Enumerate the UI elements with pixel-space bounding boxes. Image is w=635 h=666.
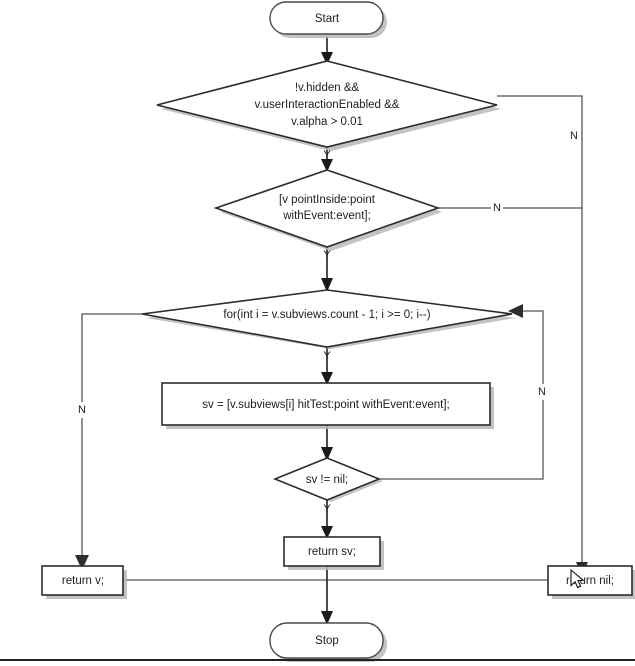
decision-sv-shape: [272, 457, 382, 501]
mouse-cursor-icon: [570, 568, 585, 589]
decision-loop-shape: [141, 289, 513, 348]
decision-visible-line1: !v.hidden &&: [295, 82, 360, 94]
branch-label-visible-no-top: N: [570, 130, 578, 142]
node-decision-sv-not-nil[interactable]: sv != nil;: [272, 457, 383, 502]
decision-sv-label: sv != nil;: [306, 474, 349, 486]
start-shape: [269, 1, 384, 35]
branch-label-sv-no-top: N: [538, 386, 546, 398]
gap-sv-no: [536, 384, 548, 400]
decision-loop-label: for(int i = v.subviews.count - 1; i >= 0…: [223, 309, 430, 321]
process-hittest-label: sv = [v.subviews[i] hitTest:point withEv…: [202, 399, 449, 411]
decision-visible-shape: [156, 60, 498, 148]
arrowhead-sv-no-loopback: [508, 304, 523, 318]
arrowhead-visible-yes: [321, 159, 333, 172]
node-decision-point-inside[interactable]: [v pointInside:point withEvent:event];: [213, 169, 442, 251]
branch-label-pointinside-no-top: N: [493, 202, 501, 214]
branch-label-loop-yes: Y: [323, 350, 331, 362]
branch-label-loop-no-top: N: [78, 404, 86, 416]
node-return-v[interactable]: return v;: [41, 565, 127, 599]
gap-loop-no: [76, 402, 88, 418]
return-sv-shape: [283, 536, 381, 567]
start-label: Start: [315, 13, 340, 25]
node-stop[interactable]: Stop: [269, 622, 387, 662]
branch-label-sv-yes: Y: [323, 503, 331, 515]
decision-pointinside-line2: withEvent:event];: [282, 210, 371, 222]
gap-visible-no: [568, 128, 580, 144]
node-decision-visible[interactable]: !v.hidden && v.userInteractionEnabled &&…: [156, 60, 501, 151]
label-gap-layer: [76, 128, 580, 418]
return-sv-label: return sv;: [308, 546, 356, 558]
node-return-sv[interactable]: return sv;: [283, 536, 384, 570]
decision-visible-line3: v.alpha > 0.01: [291, 116, 363, 128]
node-decision-loop[interactable]: for(int i = v.subviews.count - 1; i >= 0…: [141, 289, 516, 349]
node-return-nil[interactable]: return nil;: [547, 565, 635, 599]
stop-shape: [269, 622, 384, 659]
stop-label: Stop: [315, 635, 339, 647]
return-v-label: return v;: [62, 575, 104, 587]
gap-pointinside-no: [491, 200, 503, 216]
process-hittest-shape: [161, 382, 491, 426]
arrowhead-loop-yes: [321, 372, 333, 385]
decision-pointinside-line1: [v pointInside:point: [279, 194, 376, 206]
edge-visible-no: [497, 95, 583, 569]
arrowhead-pointinside-yes: [321, 278, 333, 292]
branch-label-visible-yes: Y: [323, 149, 331, 161]
arrowhead-process-to-sv: [321, 447, 333, 461]
arrowhead-loop-no: [75, 555, 89, 570]
edge-loop-no: [81, 313, 155, 561]
return-nil-shape: [547, 565, 633, 596]
arrowhead-returnsv-to-stop: [321, 611, 333, 625]
arrowhead-sv-yes: [321, 526, 333, 539]
decision-visible-line2: v.userInteractionEnabled &&: [255, 99, 400, 111]
decision-pointinside-shape: [213, 169, 441, 248]
node-start[interactable]: Start: [269, 1, 387, 38]
arrowhead-start-to-visible: [321, 52, 333, 65]
node-process-hittest[interactable]: sv = [v.subviews[i] hitTest:point withEv…: [161, 382, 494, 429]
return-v-shape: [41, 565, 124, 596]
branch-label-pointinside-yes: Y: [323, 249, 331, 261]
branch-label-redraw: N N N N: [78, 130, 578, 416]
